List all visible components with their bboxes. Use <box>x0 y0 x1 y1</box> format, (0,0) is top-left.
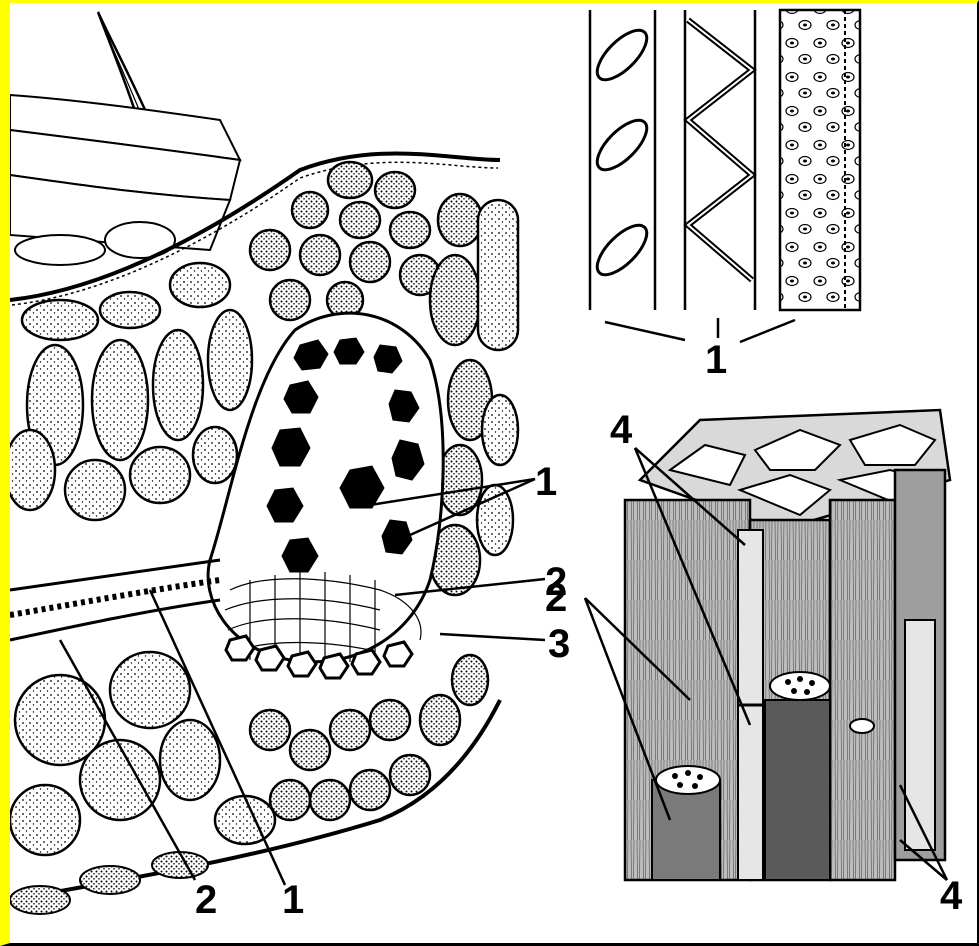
vessel-types <box>589 10 860 342</box>
label-vessel-types: 1 <box>705 340 727 380</box>
label-tracheid-bottom: 2 <box>195 880 217 920</box>
leaf-cross-section <box>5 12 518 914</box>
leaf-vessel-strand <box>10 560 220 640</box>
label-tissue-top: 4 <box>610 410 632 450</box>
label-tissue-bottom-right: 4 <box>940 876 962 916</box>
label-bundle-sheath: 3 <box>548 624 570 664</box>
label-vascular-xylem: 1 <box>535 462 557 502</box>
label-tissue-tracheids: 2 <box>545 578 567 618</box>
label-vessel-bottom: 1 <box>282 880 304 920</box>
xylem-block <box>585 410 950 880</box>
